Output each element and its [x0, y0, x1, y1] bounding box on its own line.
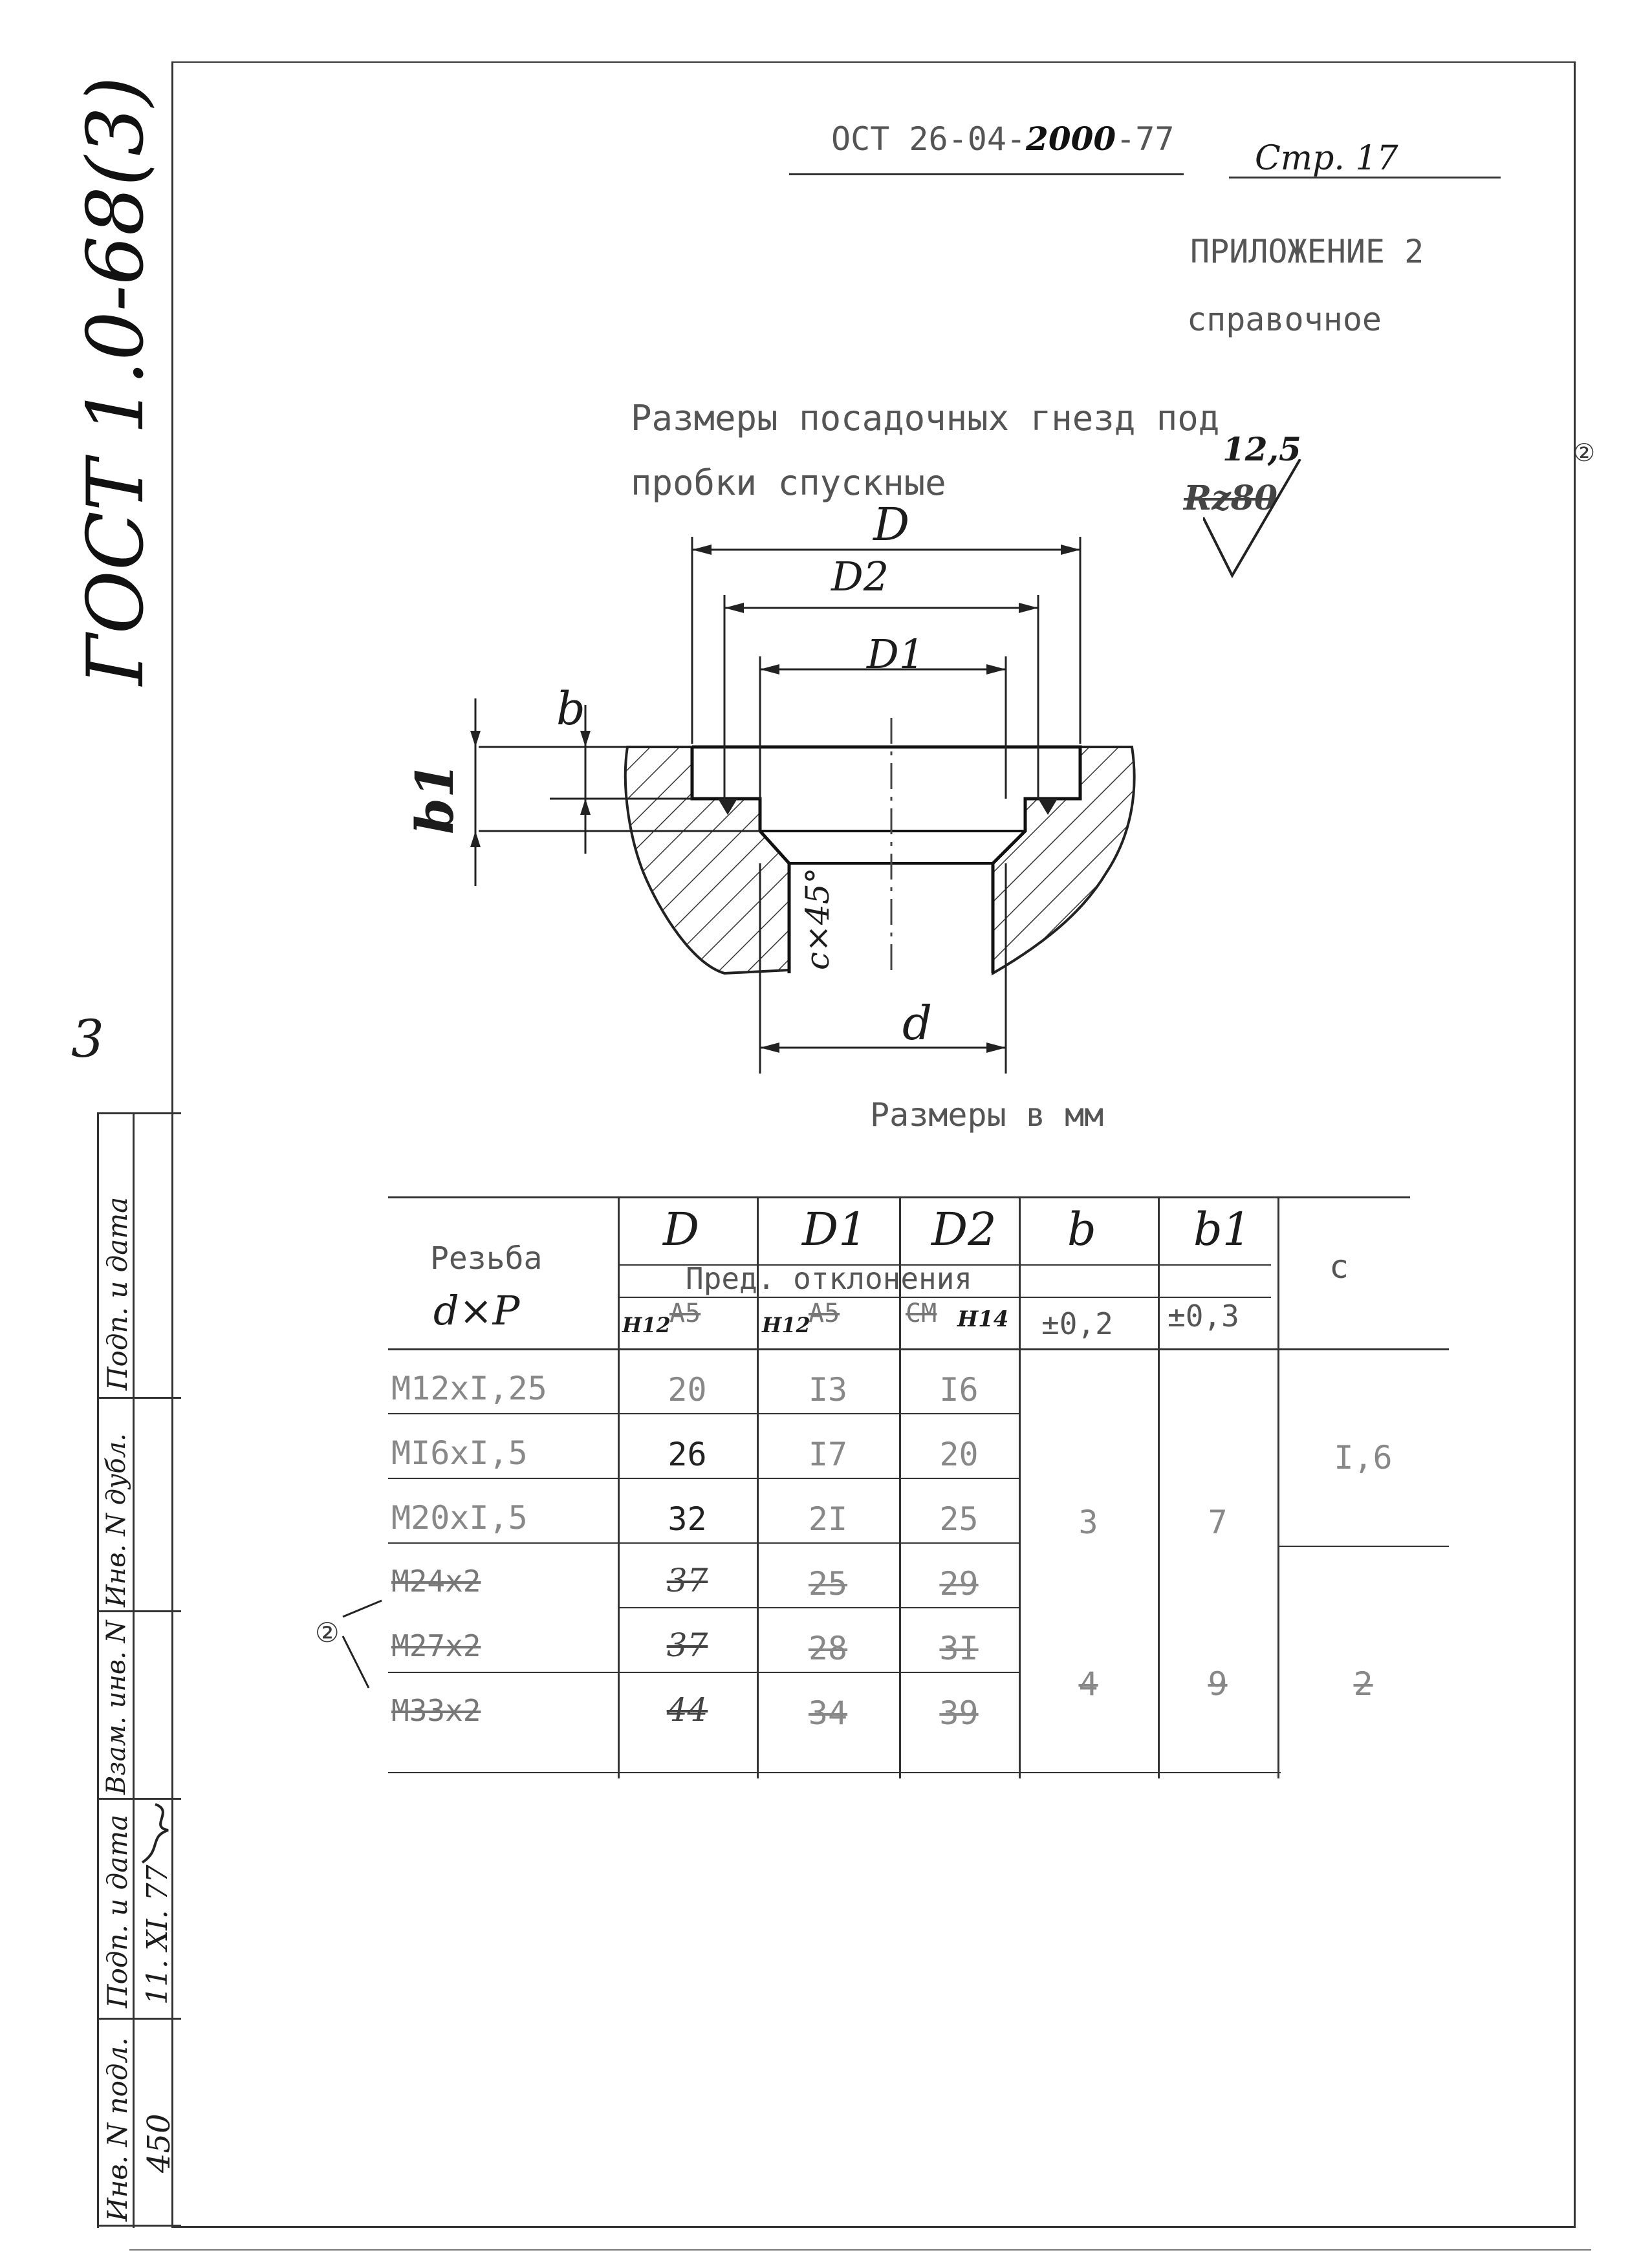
stamp-inv-number: 450: [141, 2113, 177, 2173]
row-D2: 29: [939, 1565, 979, 1603]
row-D2: 25: [939, 1500, 979, 1538]
row-D: 44: [666, 1691, 708, 1729]
sheet-mark: 3: [71, 1009, 104, 1069]
label-D2: D2: [831, 553, 889, 600]
gost-stamp: ГОСТ 1.0-68(3): [71, 76, 161, 686]
tolerance-D1: H12: [762, 1313, 810, 1337]
tolerance-D1-old: A5: [809, 1299, 840, 1328]
row-thread: M33x2: [391, 1693, 481, 1728]
b-group1: 3: [1078, 1504, 1098, 1541]
b1-group1: 7: [1208, 1504, 1228, 1541]
tolerance-caption: Пред. отклонения: [686, 1261, 973, 1296]
units-note: Размеры в мм: [870, 1096, 1104, 1134]
row-thread: M12xI,25: [391, 1370, 547, 1407]
row-thread: M27x2: [391, 1628, 481, 1663]
header-thread: Резьба: [430, 1240, 543, 1277]
row-D1: 28: [808, 1630, 848, 1667]
row-D: 26: [668, 1436, 707, 1473]
c-group1: I,6: [1334, 1439, 1393, 1476]
row-D2: 3I: [939, 1630, 979, 1667]
tolerance-b: ±0,2: [1041, 1306, 1113, 1341]
header-b1: b1: [1193, 1203, 1252, 1256]
row-D2: 39: [939, 1694, 979, 1732]
row-D2: I6: [939, 1371, 979, 1409]
stamp-col-vzam-inv: Взам. инв. N: [102, 1620, 131, 1795]
header-D1: D1: [802, 1203, 867, 1256]
tolerance-D2-old: CM: [906, 1299, 937, 1328]
label-chamfer: c×45°: [799, 867, 836, 970]
row-D1: I7: [808, 1436, 848, 1473]
row-D: 32: [668, 1500, 707, 1538]
header-thread-sub: d×P: [433, 1287, 520, 1334]
title-line-2: пробки спускные: [631, 462, 946, 503]
tolerance-D2: H14: [957, 1306, 1009, 1332]
label-b1: b1: [404, 762, 465, 834]
b-group2: 4: [1078, 1665, 1098, 1703]
header-c: c: [1329, 1248, 1349, 1286]
tolerance-D: H12: [622, 1313, 671, 1337]
row-thread: MI6xI,5: [391, 1434, 528, 1472]
row-D1: I3: [808, 1371, 848, 1409]
page-number: Стр. 17: [1255, 139, 1398, 178]
header-b: b: [1067, 1203, 1096, 1256]
row-D: 37: [666, 1626, 708, 1664]
tolerance-b1: ±0,3: [1168, 1299, 1239, 1334]
title-line-1: Размеры посадочных гнезд под: [631, 398, 1220, 438]
signature-mark: [141, 1803, 169, 1864]
label-D: D: [873, 498, 910, 551]
revision-leader: [342, 1599, 382, 1689]
header-D2: D2: [931, 1203, 997, 1256]
label-b: b: [556, 682, 585, 735]
page-frame: [171, 61, 1576, 2228]
row-D: 20: [668, 1371, 707, 1409]
row-D1: 2I: [808, 1500, 848, 1538]
roughness-symbol: [1203, 459, 1301, 579]
roughness-old: Rz80: [1184, 479, 1278, 518]
stamp-col-podp-data-1: Подп. и дата: [102, 1814, 133, 2008]
row-D2: 20: [939, 1436, 979, 1473]
appendix-type: справочное: [1187, 301, 1382, 338]
row-D1: 25: [808, 1565, 848, 1603]
row-thread: M20xI,5: [391, 1499, 528, 1537]
row-D1: 34: [808, 1694, 848, 1732]
c-group2: 2: [1353, 1665, 1373, 1703]
table-revision-mark: ②: [315, 1617, 340, 1648]
label-d: d: [902, 996, 933, 1050]
stamp-col-inv-podl: Инв. N подл.: [102, 2037, 133, 2221]
standard-code: ОСТ 26-04-2000-77: [831, 120, 1175, 158]
margin-revision-mark: ②: [1573, 438, 1596, 467]
tolerance-D-old: A5: [669, 1299, 701, 1328]
header-D: D: [663, 1203, 700, 1256]
seat-drawing: [470, 537, 1136, 1074]
stamp-col-podp-data-2: Подп. и дата: [102, 1196, 133, 1390]
stamp-col-inv-dubl: Инв. N дубл.: [102, 1433, 131, 1607]
row-D: 37: [666, 1562, 708, 1599]
appendix-label: ПРИЛОЖЕНИЕ 2: [1190, 233, 1424, 270]
stamp-signature-date: 11. XI. 77: [141, 1864, 174, 2005]
outer-border: [129, 2249, 1591, 2251]
label-D1: D1: [867, 631, 925, 678]
row-thread: M24x2: [391, 1564, 481, 1599]
b1-group2: 9: [1208, 1665, 1228, 1703]
roughness-new: 12,5: [1222, 430, 1301, 468]
